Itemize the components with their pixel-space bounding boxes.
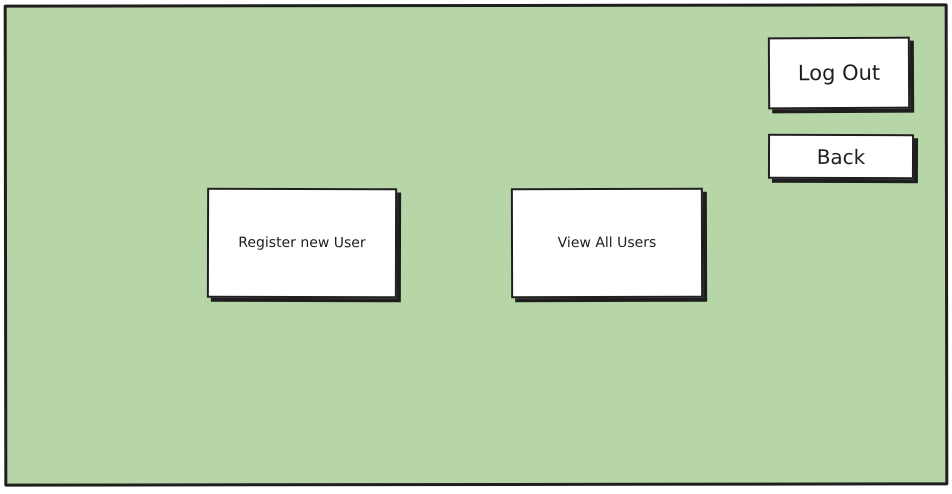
back-button[interactable]: Back bbox=[767, 133, 915, 180]
view-all-users-label: View All Users bbox=[557, 234, 657, 252]
register-new-user-label: Register new User bbox=[238, 234, 366, 252]
view-all-users-button[interactable]: View All Users bbox=[510, 187, 704, 299]
log-out-button[interactable]: Log Out bbox=[767, 36, 911, 110]
log-out-label: Log Out bbox=[797, 60, 881, 86]
back-label: Back bbox=[816, 144, 866, 169]
register-new-user-button[interactable]: Register new User bbox=[206, 187, 398, 299]
